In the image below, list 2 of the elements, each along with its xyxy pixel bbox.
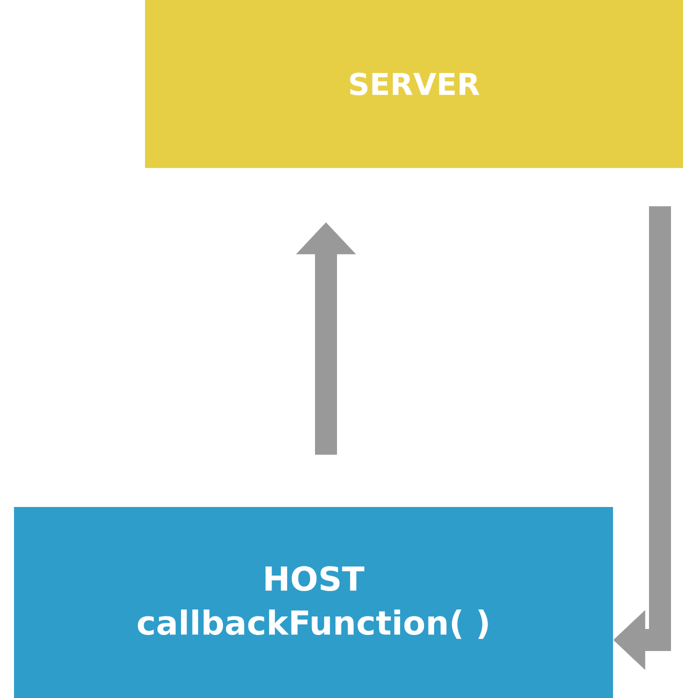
process-box: SERVER <box>145 0 683 168</box>
process-box: HOST callbackFunction( ) <box>14 507 613 698</box>
